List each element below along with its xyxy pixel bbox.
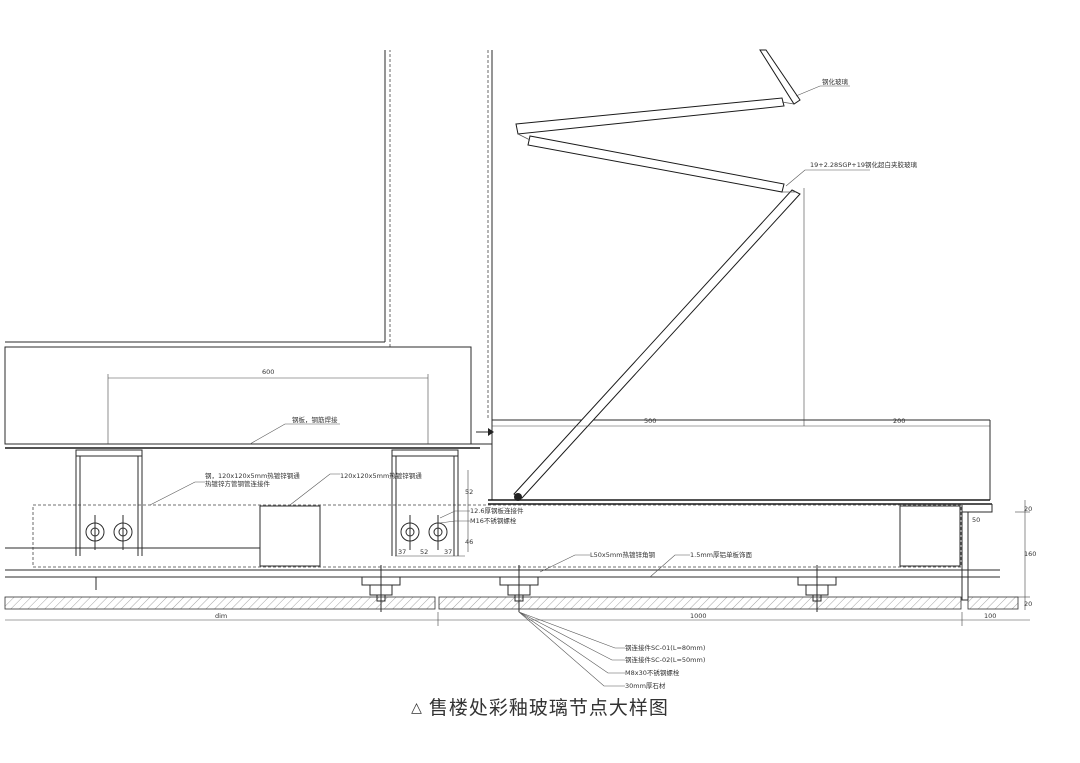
dim-bottom-left: dim xyxy=(215,612,227,620)
label-tube-left-2: 热镀锌方管钢管连接件 xyxy=(205,479,271,488)
dim-200: 200 xyxy=(893,417,905,425)
dim-37-a: 37 xyxy=(398,548,406,556)
label-top-plate: 钢板，钢筋焊接 xyxy=(292,415,338,424)
dim-v-46: 46 xyxy=(465,538,473,546)
dim-right-50: 50 xyxy=(972,516,980,524)
label-plate-15: 1.5mm厚铝单板饰面 xyxy=(690,550,753,559)
base-plate xyxy=(488,419,993,513)
labels: 600 500 200 dim 1000 100 37 52 37 52 46 … xyxy=(205,77,1036,690)
label-30mm: 30mm厚石材 xyxy=(625,681,666,690)
hanger-left xyxy=(75,449,143,556)
wall-outline xyxy=(5,50,493,500)
node-detail-drawing: 600 500 200 dim 1000 100 37 52 37 52 46 … xyxy=(4,49,1036,690)
label-bolt-1: 12.6厚钢板连接件 xyxy=(470,506,524,515)
dim-37-b: 37 xyxy=(444,548,452,556)
dim-500: 500 xyxy=(644,417,656,425)
label-sc01: 钢连接件SC-01(L=80mm) xyxy=(625,643,705,652)
label-angle: L50x5mm热镀锌角钢 xyxy=(590,550,656,559)
drawing-caption: △ 售楼处彩釉玻璃节点大样图 xyxy=(0,693,1080,720)
label-sc02: 钢连接件SC-02(L=50mm) xyxy=(625,655,705,664)
dim-52: 52 xyxy=(420,548,428,556)
label-bolt-2: M16不锈钢螺栓 xyxy=(470,516,517,525)
triangle-marker-icon: △ xyxy=(411,700,423,716)
label-tube-left-1: 钢，120x120x5mm热镀锌钢通 xyxy=(205,471,300,480)
label-glass-spec: 19+2.28SGP+19钢化超白夹胶玻璃 xyxy=(810,160,917,169)
dim-right-20b: 20 xyxy=(1024,600,1032,608)
leader-lines xyxy=(149,85,870,687)
hanger-mid xyxy=(391,449,459,556)
dim-right-20: 20 xyxy=(1024,505,1032,513)
dim-600: 600 xyxy=(262,368,274,376)
dim-1000: 1000 xyxy=(690,612,707,620)
upper-beam xyxy=(4,346,492,449)
folded-glass xyxy=(513,49,801,501)
label-tube-mid: 120x120x5mm热镀锌钢通 xyxy=(340,471,422,480)
clip-connectors xyxy=(361,565,837,612)
dim-100: 100 xyxy=(984,612,996,620)
label-glass-top: 钢化玻璃 xyxy=(822,77,849,86)
drawing-title: 售楼处彩釉玻璃节点大样图 xyxy=(428,697,669,719)
markers xyxy=(95,428,494,590)
dim-right-160: 160 xyxy=(1024,550,1036,558)
label-m8: M8x30不锈钢螺栓 xyxy=(625,668,680,677)
dim-v-52: 52 xyxy=(465,488,473,496)
dimension-lines xyxy=(5,188,1030,626)
stone-cladding xyxy=(4,596,1019,610)
